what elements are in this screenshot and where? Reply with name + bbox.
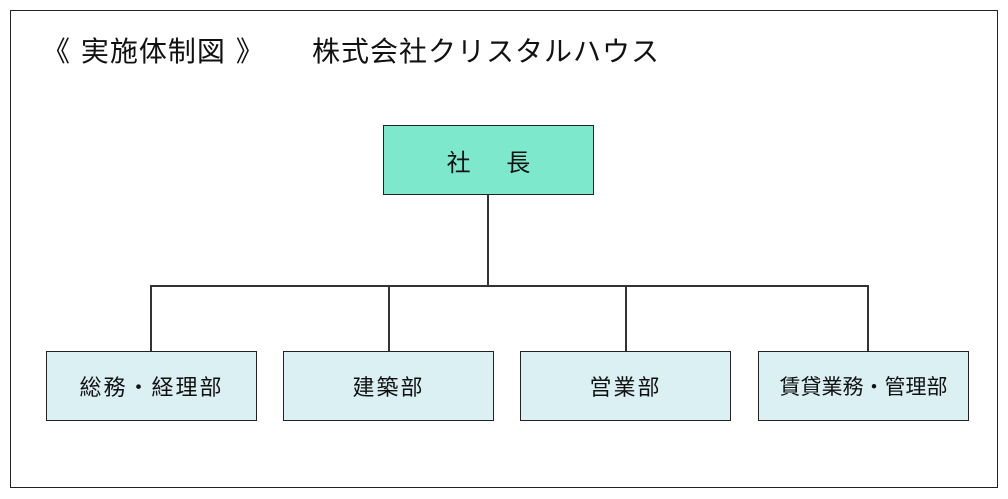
node-construction: 建築部	[283, 351, 494, 421]
node-rental-management: 賃貸業務・管理部	[758, 351, 969, 421]
node-rental-management-label: 賃貸業務・管理部	[779, 375, 948, 399]
connector-dept-3	[625, 285, 627, 351]
node-sales: 営業部	[520, 351, 731, 421]
node-general-affairs-accounting: 総務・経理部	[46, 351, 257, 421]
node-construction-label: 建築部	[352, 376, 425, 401]
node-president: 社 長	[383, 125, 594, 195]
diagram-frame	[10, 10, 998, 488]
company-name: 株式会社クリスタルハウス	[312, 35, 661, 68]
node-general-affairs-accounting-label: 総務・経理部	[79, 376, 224, 401]
node-sales-label: 営業部	[589, 376, 662, 401]
node-president-label: 社 長	[446, 148, 545, 177]
diagram-title: 《 実施体制図 》	[42, 35, 265, 68]
connector-root-down	[487, 195, 489, 286]
connector-dept-1	[150, 285, 152, 351]
connector-dept-4	[867, 285, 869, 351]
connector-horizontal-bar	[150, 285, 868, 287]
connector-dept-2	[388, 285, 390, 351]
